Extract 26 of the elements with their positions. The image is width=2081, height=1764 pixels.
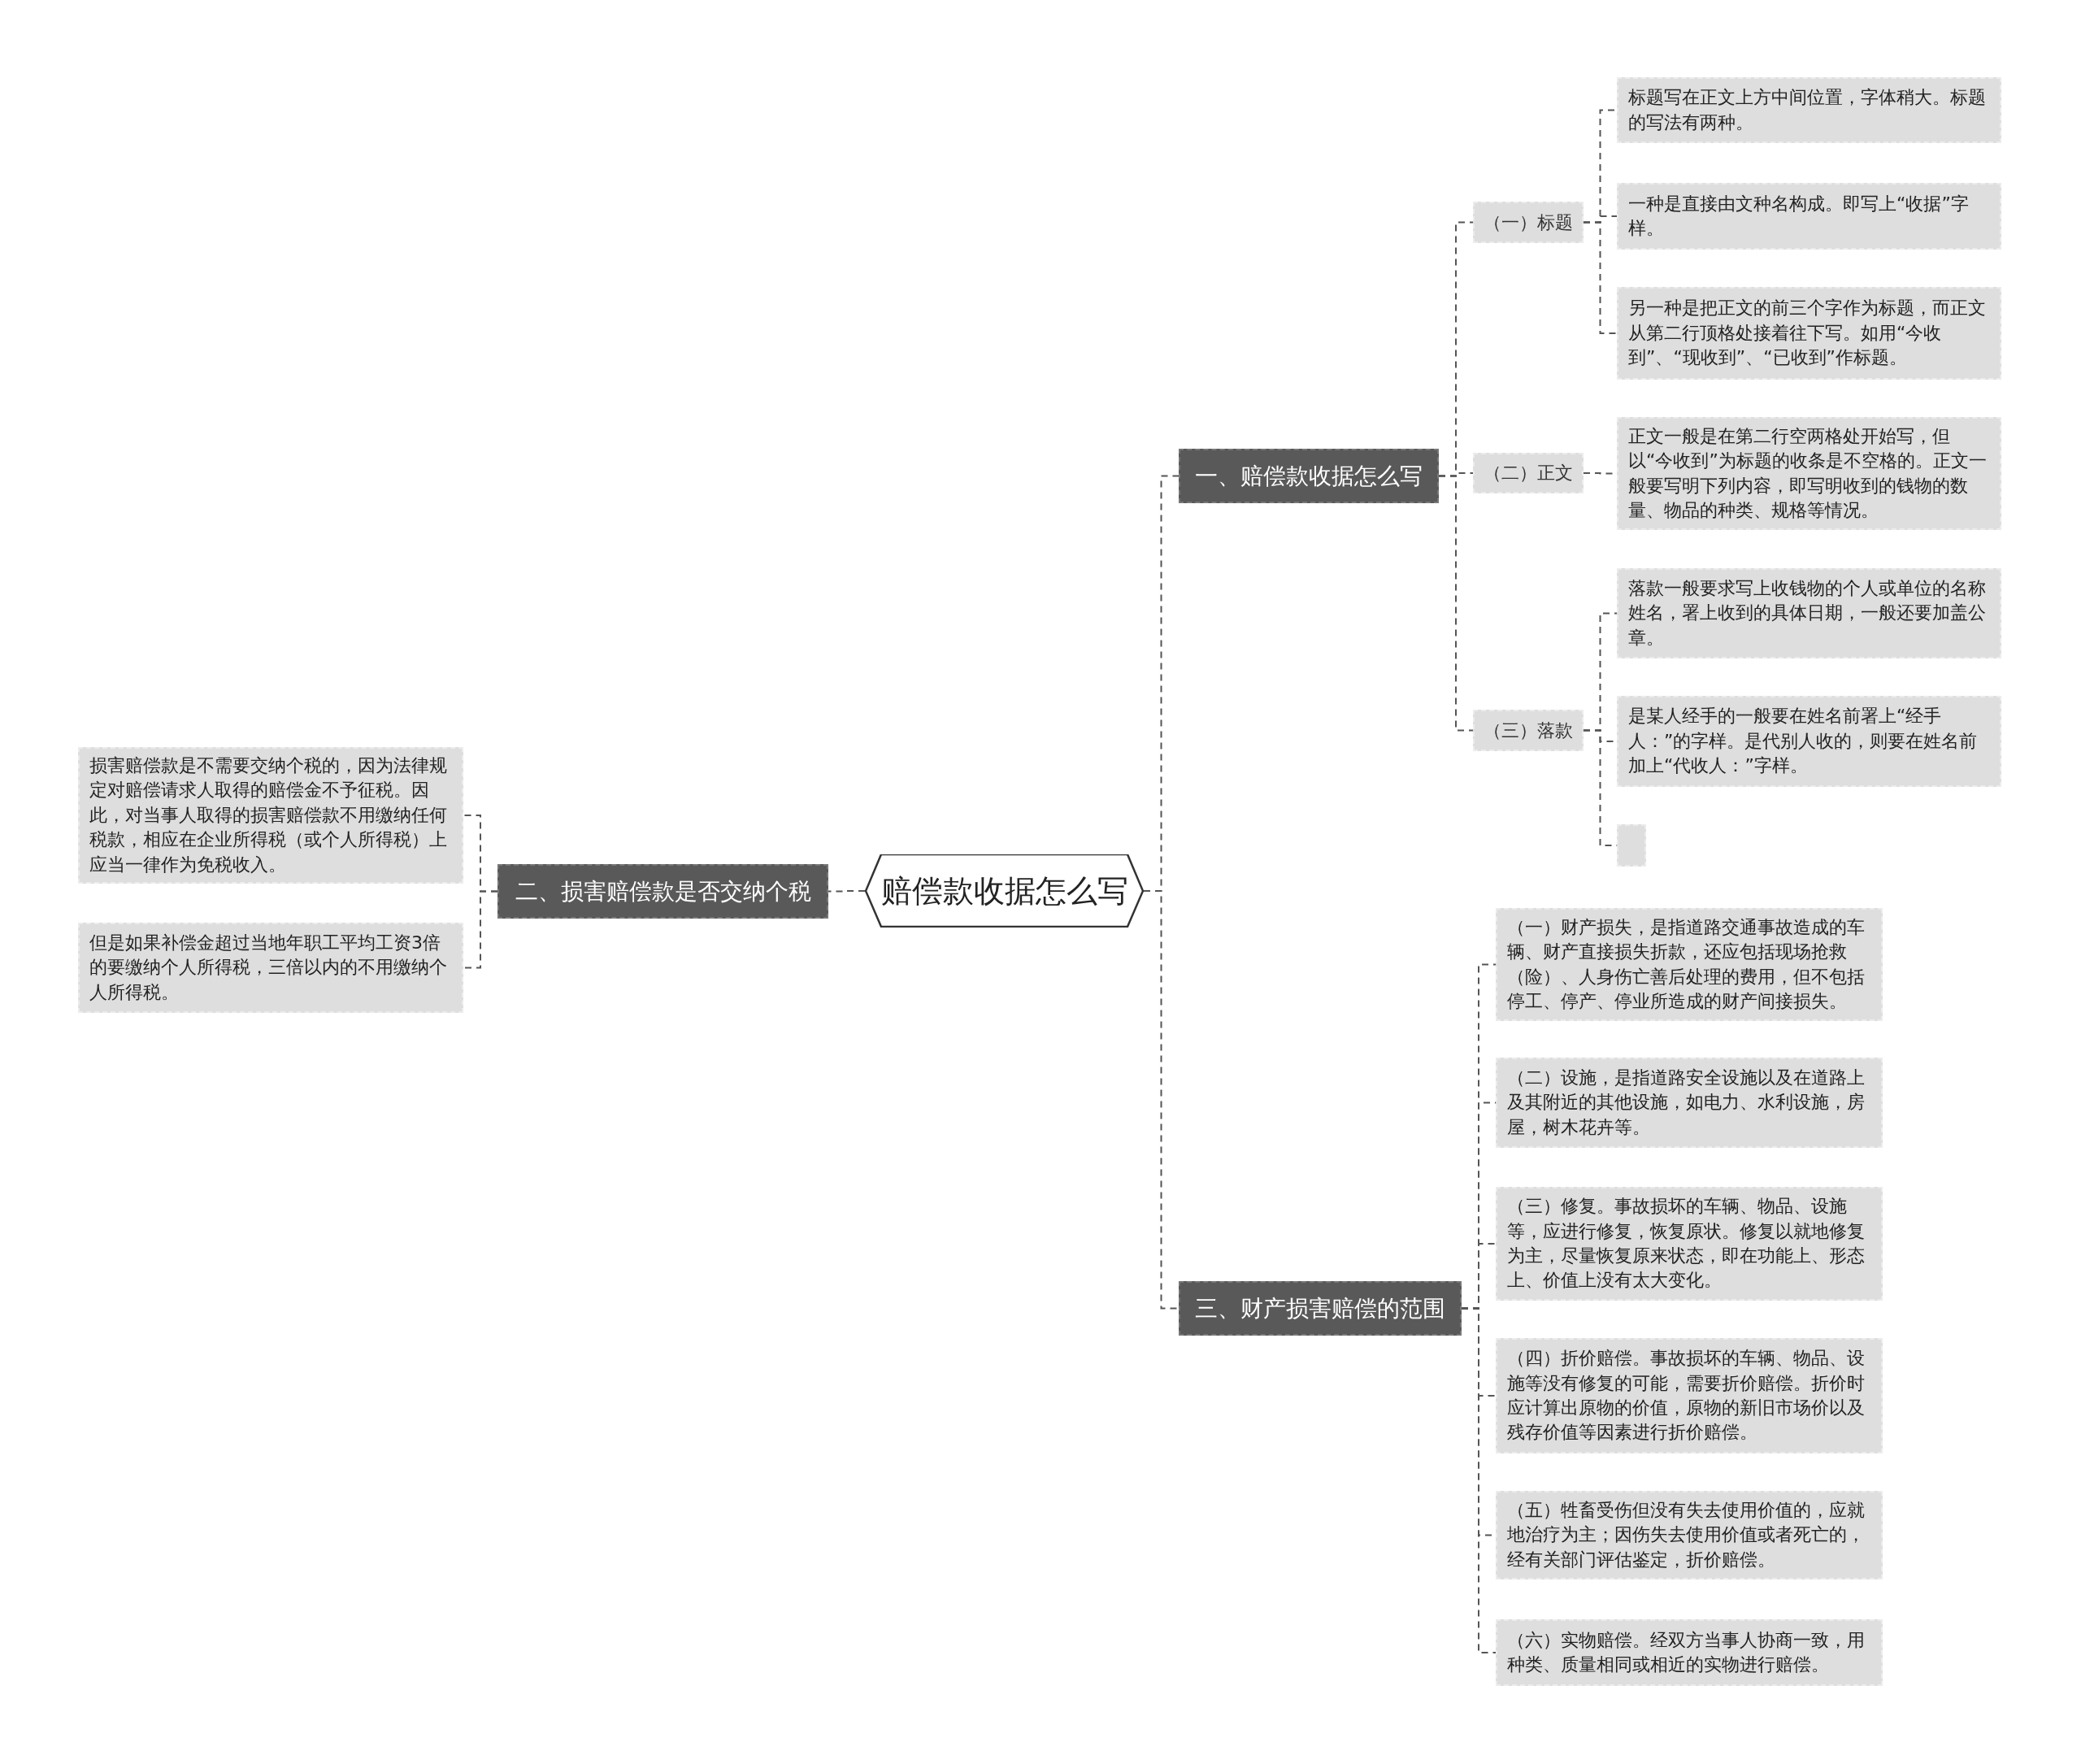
branch-topic: 二、损害赔偿款是否交纳个税	[497, 864, 828, 919]
note-box: （二）设施，是指道路安全设施以及在道路上及其附近的其他设施，如电力、水利设施，房屋，树木花卉等。	[1496, 1058, 1883, 1148]
connector-line	[463, 890, 498, 969]
connector-line	[1438, 475, 1474, 732]
note-box: （六）实物赔偿。经双方当事人协商一致，用种类、质量相同或相近的实物进行赔偿。	[1496, 1619, 1883, 1686]
note-box: （三）修复。事故损坏的车辆、物品、设施等，应进行修复，恢复原状。修复以就地修复为主，尽量恢复原来状态，即在功能上、形态上、价值上没有太大变化。	[1496, 1187, 1883, 1301]
note-box: 正文一般是在第二行空两格处开始写，但以“今收到”为标题的收条是不空格的。正文一般要写明下列内容，即写明收到的钱物的数量、物品的种类、规格等情况。	[1617, 417, 2001, 530]
central-topic: 赔偿款收据怎么写	[865, 854, 1144, 928]
connector-line	[828, 890, 866, 893]
subtopic-box: （三）落款	[1473, 710, 1584, 751]
note-box: 一种是直接由文种名构成。即写上“收据”字样。	[1617, 183, 2001, 250]
note-box: 但是如果补偿金超过当地年职工平均工资3倍的要缴纳个人所得税，三倍以内的不用缴纳个人所得税。	[78, 923, 463, 1013]
empty-box	[1617, 824, 1646, 867]
branch-topic: 一、赔偿款收据怎么写	[1179, 449, 1439, 503]
note-box: 是某人经手的一般要在姓名前署上“经手人：”的字样。是代别人收的，则要在姓名前加上“代收人：”字样。	[1617, 696, 2001, 787]
note-box: 落款一般要求写上收钱物的个人或单位的名称姓名，署上收到的具体日期，一般还要加盖公章。	[1617, 568, 2001, 658]
note-box: 标题写在正文上方中间位置，字体稍大。标题的写法有两种。	[1617, 77, 2001, 143]
note-box: （四）折价赔偿。事故损坏的车辆、物品、设施等没有修复的可能，需要折价赔偿。折价时应计算出原物的价值，原物的新旧市场价以及残存价值等因素进行折价赔偿。	[1496, 1338, 1883, 1453]
subtopic-box: （一）标题	[1473, 202, 1584, 243]
note-box: （五）牲畜受伤但没有失去使用价值的，应就地治疗为主；因伤失去使用价值或者死亡的，经有关部门评估鉴定，折价赔偿。	[1496, 1491, 1883, 1579]
subtopic-box: （二）正文	[1473, 453, 1584, 493]
note-box: 损害赔偿款是不需要交纳个税的，因为法律规定对赔偿请求人取得的赔偿金不予征税。因此，对当事人取得的损害赔偿款不用缴纳任何税款，相应在企业所得税（或个人所得税）上应当一律作为免税收入。	[78, 747, 463, 884]
note-box: （一）财产损失，是指道路交通事故造成的车辆、财产直接损失折款，还应包括现场抢救（险）、人身伤亡善后处理的费用，但不包括停工、停产、停业所造成的财产间接损失。	[1496, 908, 1883, 1021]
branch-topic: 三、财产损害赔偿的范围	[1179, 1281, 1462, 1336]
note-box: 另一种是把正文的前三个字作为标题，而正文从第二行顶格处接着往下写。如用“今收到”、“现收到”、“已收到”作标题。	[1617, 287, 2001, 380]
connector-line	[1583, 221, 1618, 334]
